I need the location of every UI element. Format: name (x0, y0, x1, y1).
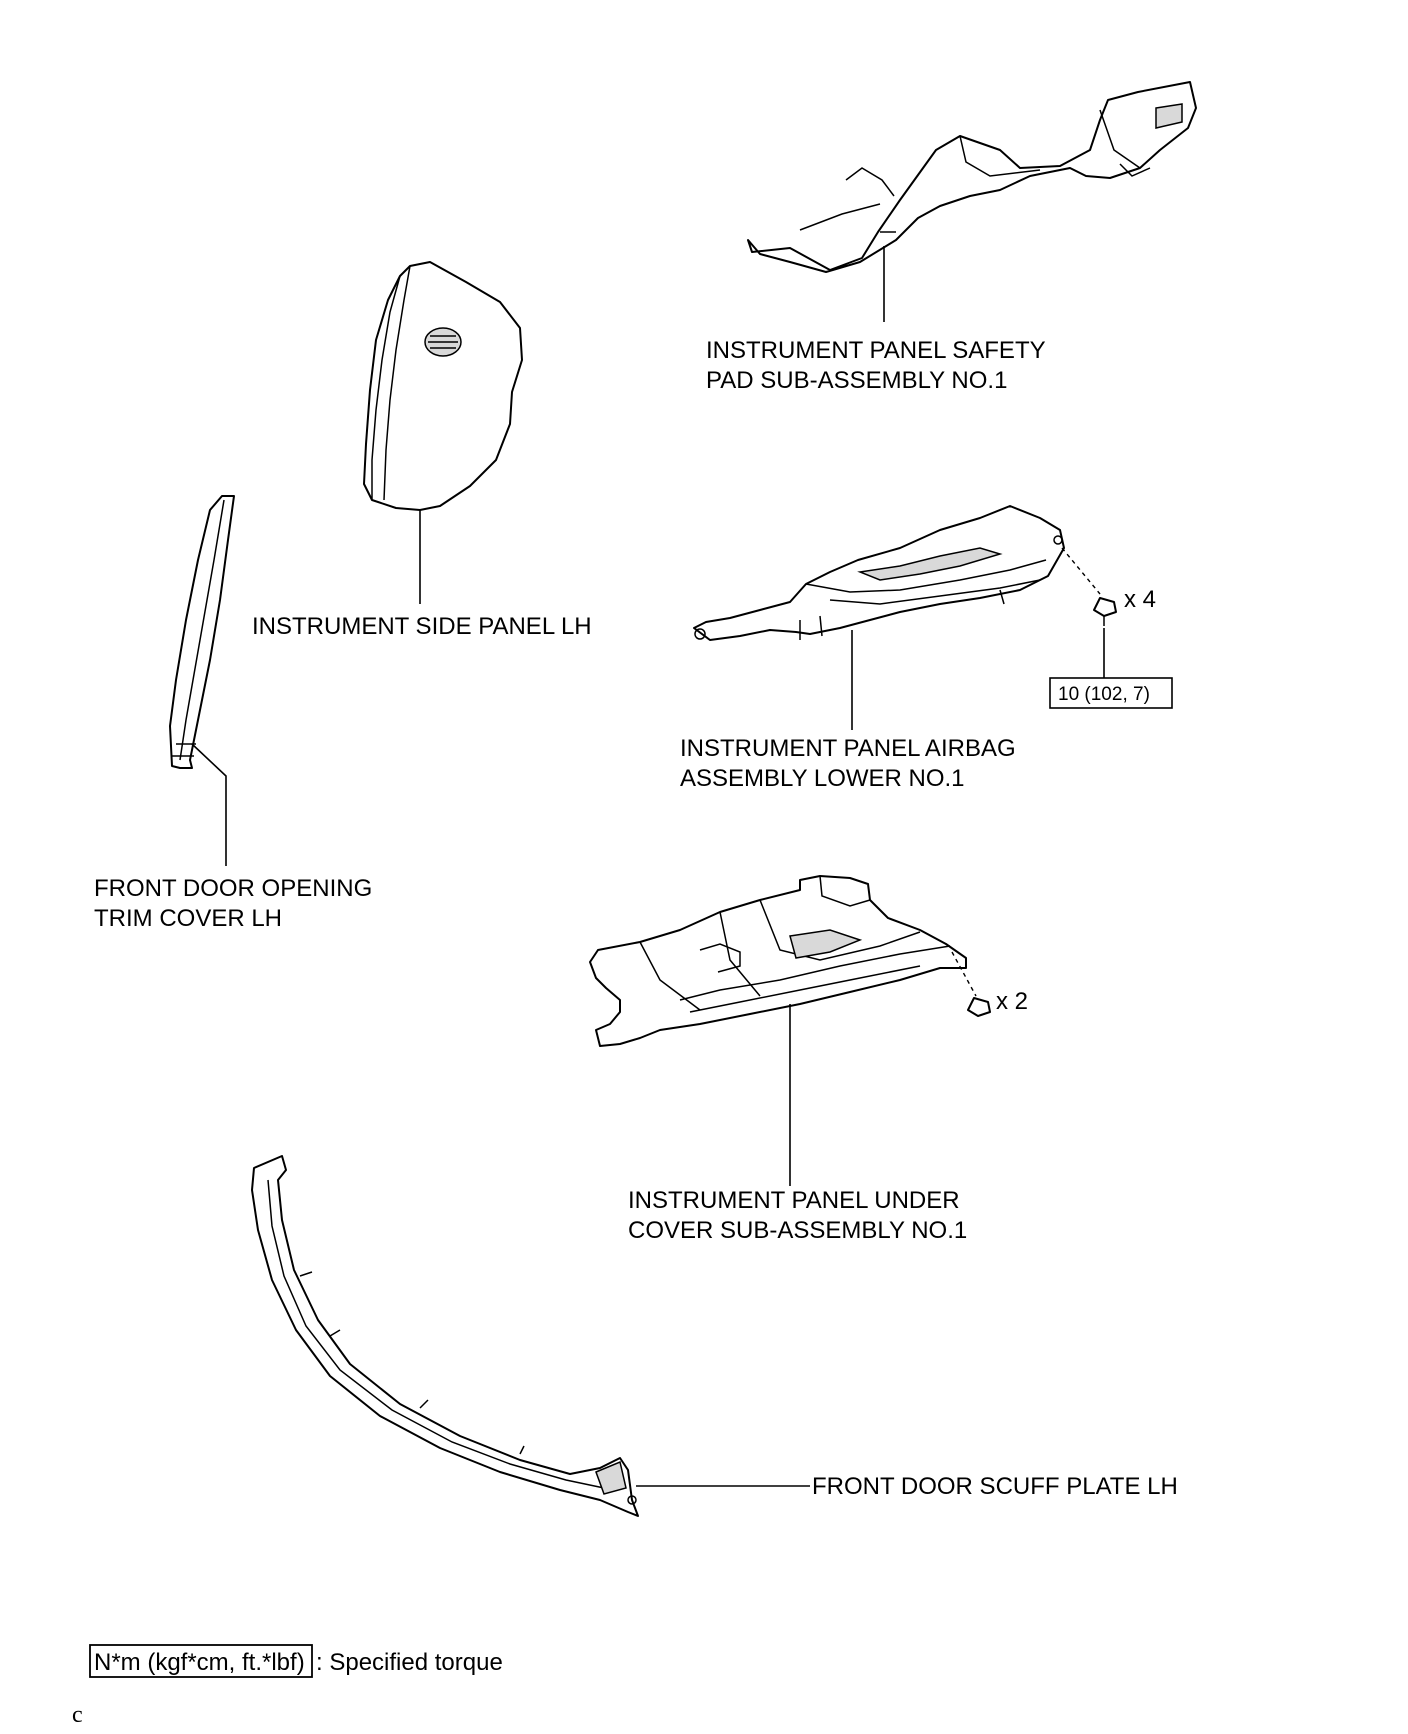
under-cover-part (589, 875, 967, 1047)
side-panel-label: INSTRUMENT SIDE PANEL LH (252, 613, 592, 640)
scuff-plate-part (251, 1155, 639, 1517)
airbag-torque-box (1049, 677, 1173, 709)
under-cover-label-line2: COVER SUB-ASSEMBLY NO.1 (628, 1217, 967, 1244)
safety-pad-part (747, 81, 1197, 273)
legend-description: : Specified torque (316, 1649, 503, 1676)
airbag-label-line2: ASSEMBLY LOWER NO.1 (680, 765, 965, 792)
legend-unit-text: N*m (kgf*cm, ft.*lbf) (94, 1649, 305, 1676)
legend-unit-box (89, 1644, 313, 1678)
airbag-torque-value: 10 (102, 7) (1058, 684, 1150, 705)
trim-cover-leader (191, 743, 227, 866)
airbag-bolt-quantity: x 4 (1124, 586, 1156, 613)
trim-cover-label-line1: FRONT DOOR OPENING (94, 875, 372, 902)
trim-cover-part (169, 495, 235, 769)
airbag-label-line1: INSTRUMENT PANEL AIRBAG (680, 735, 1016, 762)
scuff-plate-label: FRONT DOOR SCUFF PLATE LH (812, 1473, 1178, 1500)
airbag-part (693, 505, 1065, 641)
safety-pad-label-line1: INSTRUMENT PANEL SAFETY (706, 337, 1046, 364)
under-cover-bolt-quantity: x 2 (996, 988, 1028, 1015)
trim-cover-label-line2: TRIM COVER LH (94, 905, 282, 932)
under-cover-label-line1: INSTRUMENT PANEL UNDER (628, 1187, 960, 1214)
airbag-bolt-icon (1061, 547, 1117, 626)
side-panel-part (363, 261, 523, 511)
footer-mark: c (72, 1702, 83, 1728)
safety-pad-label-line2: PAD SUB-ASSEMBLY NO.1 (706, 367, 1007, 394)
under-cover-bolt-icon (951, 951, 991, 1017)
